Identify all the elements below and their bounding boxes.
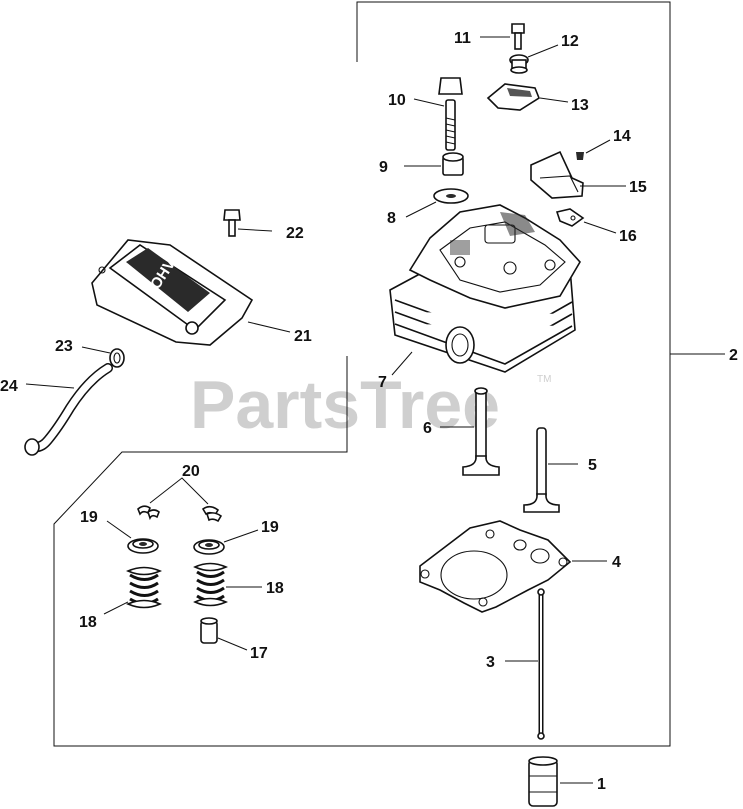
part-8-washer (405, 188, 469, 218)
part-10-stud (413, 77, 463, 151)
part-9-spacer (404, 152, 464, 176)
callout-18-right: 18 (266, 580, 284, 597)
callout-13: 13 (571, 97, 589, 114)
callout-1: 1 (597, 776, 606, 793)
part-14-screw (576, 139, 611, 160)
watermark: PartsTree TM (190, 367, 551, 443)
part-21-valve-cover: OHV (91, 239, 291, 346)
callout-8: 8 (387, 210, 396, 227)
part-12-nut (509, 44, 559, 74)
callout-6: 6 (423, 420, 432, 437)
callout-17: 17 (250, 645, 268, 662)
part-11-screw (480, 23, 525, 50)
part-6-valve (440, 387, 500, 476)
part-7-cylinder-head (389, 204, 581, 376)
part-24-breather-hose (24, 363, 113, 456)
part-20-keepers (137, 477, 223, 523)
callout-16: 16 (619, 228, 637, 245)
callout-2: 2 (729, 347, 738, 364)
callout-7: 7 (378, 374, 387, 391)
part-3-push-rod (505, 588, 545, 740)
part-22-bolt (223, 209, 273, 237)
part-23-clamp (81, 346, 125, 368)
watermark-text: PartsTree (190, 367, 500, 443)
callout-labels: 1 2 3 4 5 6 7 8 9 10 11 12 13 14 15 16 1… (0, 30, 738, 793)
callout-12: 12 (561, 33, 579, 50)
callout-23: 23 (55, 338, 73, 355)
part-17-stem-seal (200, 617, 248, 651)
part-16-retainer (555, 208, 617, 234)
part-5-valve (523, 427, 578, 513)
callout-19-right: 19 (261, 519, 279, 536)
assembly-boundary (53, 1, 725, 747)
part-15-guide-plate (530, 150, 626, 199)
callout-10: 10 (388, 92, 406, 109)
callout-14: 14 (613, 128, 631, 145)
callout-15: 15 (629, 179, 647, 196)
callout-5: 5 (588, 457, 597, 474)
callout-3: 3 (486, 654, 495, 671)
part-4-head-gasket (419, 520, 607, 613)
callout-18-left: 18 (79, 614, 97, 631)
part-18-spring-left (103, 566, 162, 615)
part-19-retainer-left (106, 520, 159, 554)
part-1-valve-lifter (528, 756, 593, 807)
callout-22: 22 (286, 225, 304, 242)
callout-21: 21 (294, 328, 312, 345)
callout-24: 24 (0, 378, 18, 395)
part-18-spring-right (193, 562, 262, 607)
callout-11: 11 (454, 30, 471, 47)
callout-9: 9 (379, 159, 388, 176)
callout-4: 4 (612, 554, 621, 571)
part-19-retainer-right (193, 529, 259, 555)
callout-20: 20 (182, 463, 200, 480)
callout-19-left: 19 (80, 509, 98, 526)
part-13-rocker-arm (486, 83, 569, 111)
watermark-tm: TM (537, 374, 551, 385)
